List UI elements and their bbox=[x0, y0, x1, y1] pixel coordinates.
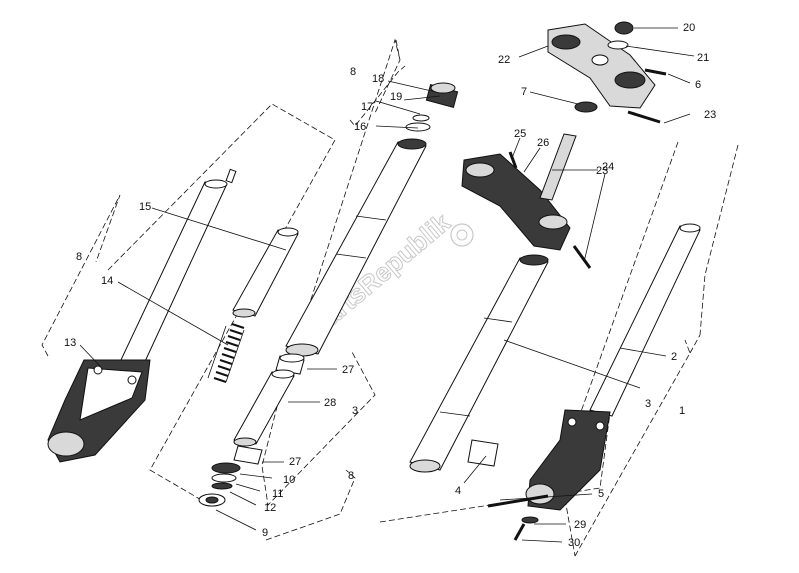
leader-lines bbox=[79, 27, 695, 543]
callout-8-left: 8 bbox=[76, 251, 82, 263]
bracket-cap-assembly bbox=[349, 65, 406, 127]
callout-11: 11 bbox=[272, 488, 283, 500]
callout-17: 17 bbox=[361, 101, 373, 113]
top-yoke bbox=[547, 21, 667, 124]
callout-15: 15 bbox=[139, 201, 151, 213]
fork-cap-assembly bbox=[405, 82, 459, 132]
callout-29: 29 bbox=[574, 519, 586, 531]
bracket-damper-tube bbox=[261, 38, 401, 506]
callout-16: 16 bbox=[354, 121, 366, 133]
inner-fork-tube bbox=[285, 138, 427, 357]
right-fork-leg bbox=[467, 223, 701, 541]
callout-20: 20 bbox=[683, 22, 695, 34]
fork-spring bbox=[207, 323, 245, 383]
callout-13: 13 bbox=[64, 337, 76, 349]
callout-8-top: 8 bbox=[350, 66, 356, 78]
left-fork-leg bbox=[47, 168, 237, 463]
callout-labels: 1 2 3 3 4 5 6 7 8 8 8 9 10 11 12 13 14 1… bbox=[64, 22, 716, 549]
callout-23-top: 23 bbox=[704, 109, 716, 121]
bracket-bottom-cartridge bbox=[265, 469, 356, 541]
callout-4: 4 bbox=[455, 485, 461, 497]
callout-9: 9 bbox=[262, 527, 268, 539]
callout-30: 30 bbox=[568, 537, 580, 549]
callout-27-upper: 27 bbox=[342, 364, 354, 376]
callout-1: 1 bbox=[679, 405, 685, 417]
callout-28: 28 bbox=[324, 397, 336, 409]
callout-23-bottom: 23 bbox=[596, 165, 608, 177]
callout-24: 24 bbox=[602, 161, 614, 173]
callout-10: 10 bbox=[283, 474, 295, 486]
callout-7: 7 bbox=[521, 86, 527, 98]
callout-6: 6 bbox=[695, 79, 701, 91]
callout-12: 12 bbox=[264, 502, 276, 514]
callout-26: 26 bbox=[537, 137, 549, 149]
callout-25: 25 bbox=[514, 128, 526, 140]
callout-2: 2 bbox=[671, 351, 677, 363]
callout-22: 22 bbox=[498, 54, 510, 66]
callout-27-lower: 27 bbox=[289, 456, 301, 468]
watermark-gear-icon bbox=[450, 223, 474, 247]
bottom-yoke bbox=[461, 133, 592, 269]
spacer-tube bbox=[232, 227, 299, 318]
bracket-left-fork bbox=[41, 103, 336, 506]
callout-5: 5 bbox=[598, 488, 604, 500]
cartridge-parts bbox=[198, 353, 305, 507]
callout-3-damper: 3 bbox=[352, 405, 358, 417]
callout-21: 21 bbox=[697, 52, 709, 64]
callout-3-tube: 3 bbox=[645, 398, 651, 410]
callout-14: 14 bbox=[101, 275, 113, 287]
outer-fork-tube bbox=[409, 254, 549, 473]
callout-18: 18 bbox=[372, 73, 384, 85]
callout-19: 19 bbox=[390, 91, 402, 103]
bracket-right-fork bbox=[559, 141, 739, 557]
callout-8-bottom: 8 bbox=[348, 470, 354, 482]
